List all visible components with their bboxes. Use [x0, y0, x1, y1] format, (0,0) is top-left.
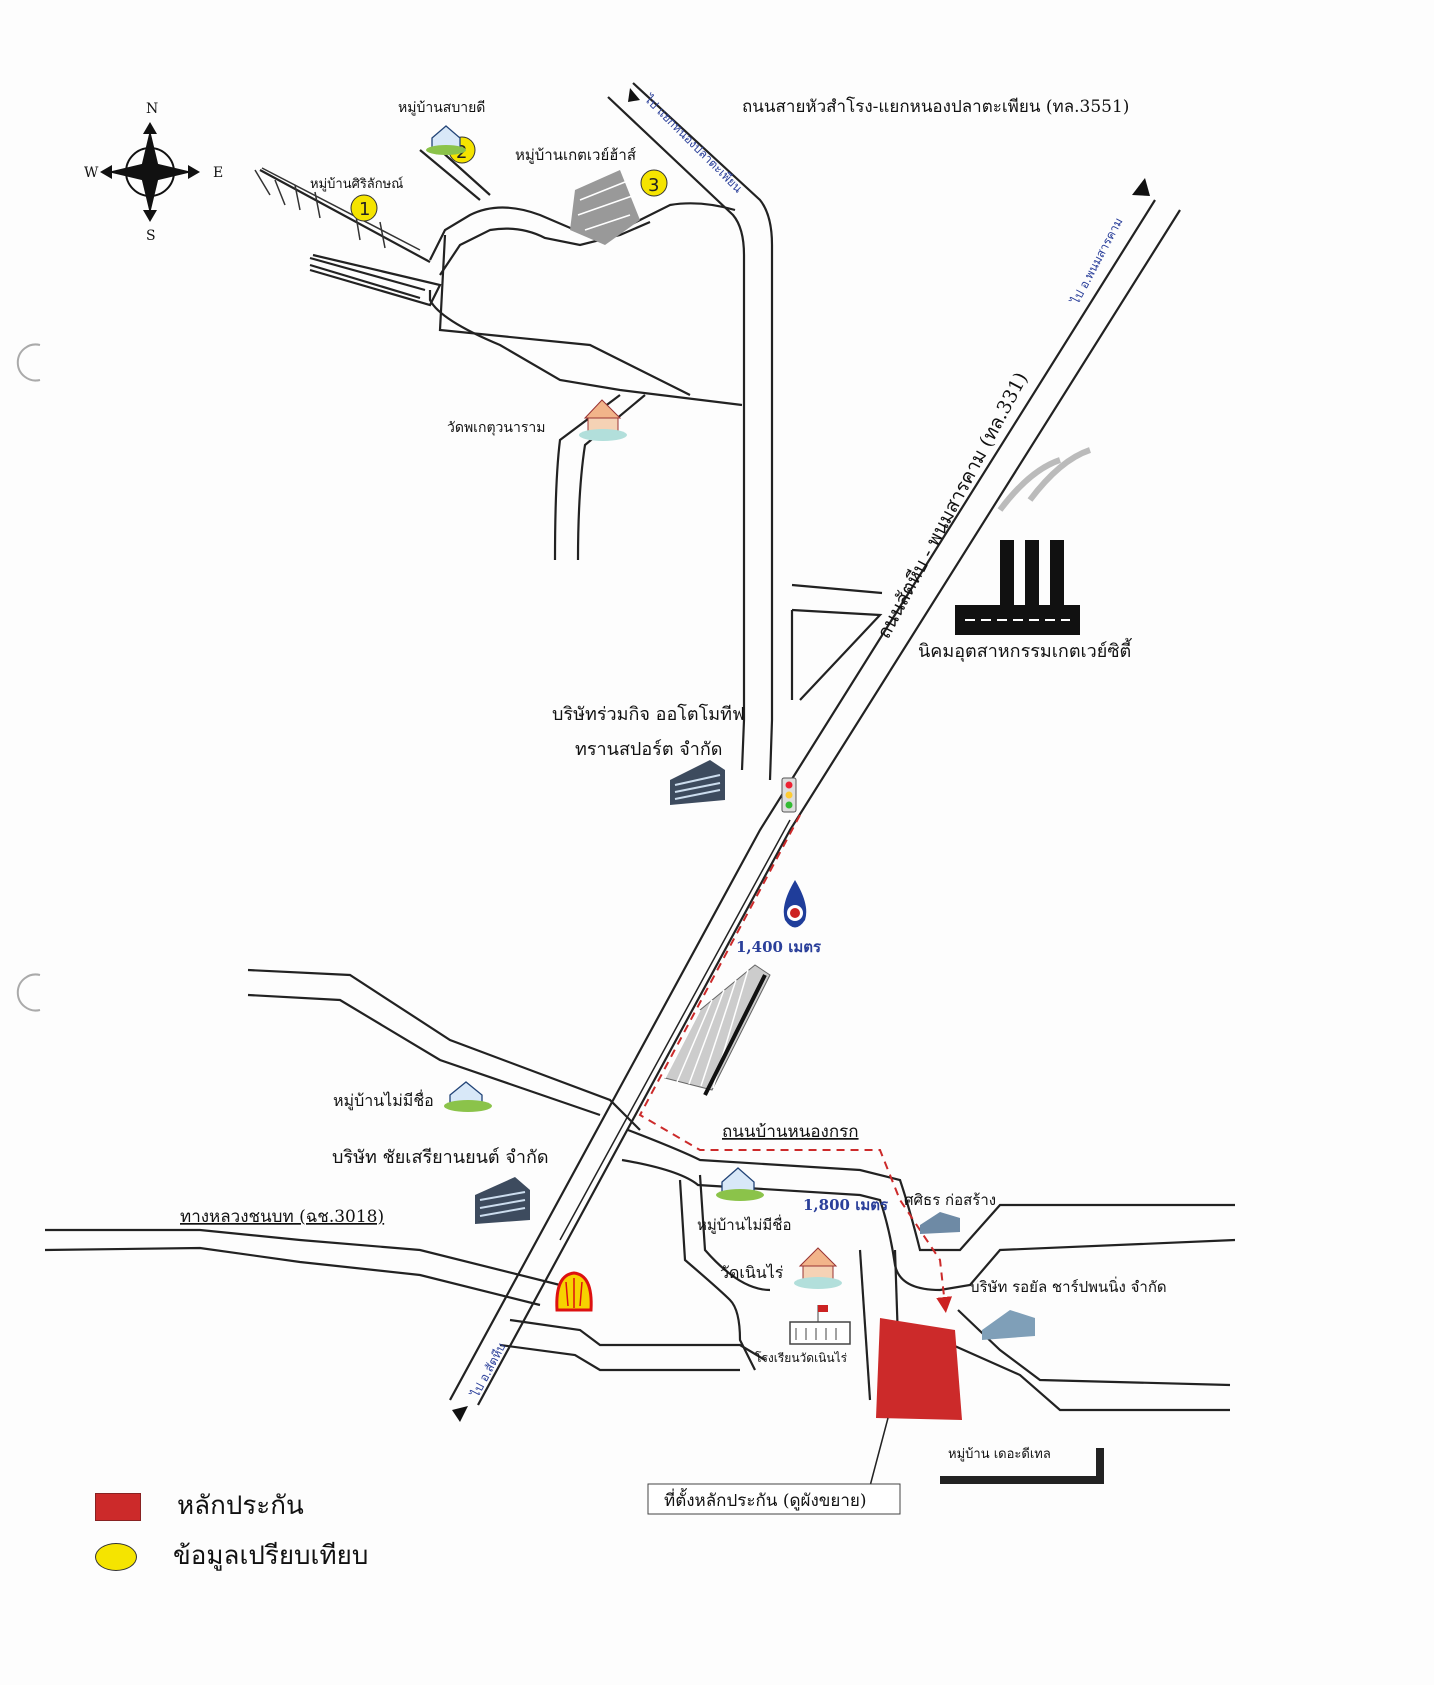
distance-1800-label: 1,800 เมตร [803, 1196, 889, 1214]
comparable-marker-3: 3 [640, 169, 668, 197]
arrow-ne-icon [1132, 178, 1150, 196]
chaiseri-label: บริษัท ชัยเสรียานยนต์ จำกัด [332, 1147, 549, 1168]
legend-collateral: หลักประกัน [95, 1485, 304, 1526]
village-1-grid-icon [254, 167, 421, 251]
office-building-icon [670, 760, 725, 805]
industrial-estate-label: นิคมอุตสาหกรรมเกตเวย์ซิตี้ [918, 638, 1132, 662]
wat-noen-rai-label: วัดเนินไร่ [720, 1263, 784, 1282]
shophouse-block-icon [664, 964, 771, 1096]
village-3-label: หมู่บ้านเกตเวย์ฮ้าส์ [515, 146, 636, 164]
road-to-sattahip-label: ไป อ.สัตหีบ [468, 1341, 509, 1401]
village-1-label: หมู่บ้านศิริลักษณ์ [310, 176, 403, 192]
ptt-gas-station-icon [783, 880, 807, 928]
road-3018-label: ทางหลวงชนบท (ฉช.3018) [180, 1207, 384, 1227]
collateral-callout-box [647, 1483, 901, 1515]
road-3551-east-edge [632, 82, 774, 781]
autotrans-label-line1: บริษัทร่วมกิจ ออโตโมทีฟ [552, 703, 745, 725]
shell-gas-station-icon [555, 1271, 593, 1312]
house-icon [716, 1167, 764, 1201]
direction-arrows [452, 88, 1150, 1422]
temple-icon [579, 399, 627, 441]
distance-1400-label: 1,400 เมตร [736, 938, 822, 956]
legend-comparable-swatch [95, 1543, 137, 1571]
route-dashed [638, 814, 953, 1313]
school-label: โรงเรียนวัดเนินไร่ [755, 1351, 848, 1365]
road-331-east-edge [477, 209, 1181, 1406]
road-3551-west-edge [607, 96, 746, 771]
temple-icon [794, 1247, 842, 1289]
collateral-parcel [876, 1318, 962, 1420]
road-ban-nong-krok-label: ถนนบ้านหนองกรก [722, 1122, 859, 1142]
royal-company-label: บริษัท รอยัล ชาร์ปพนนิ่ง จำกัด [970, 1276, 1167, 1296]
traffic-light-icon [781, 777, 797, 813]
legend-collateral-swatch [95, 1493, 141, 1521]
unnamed-village-2-label: หมู่บ้านไม่มีชื่อ [697, 1214, 791, 1234]
house-icon [426, 125, 466, 155]
collateral-location-label: ที่ตั้งหลักประกัน (ดูผังขยาย) [664, 1488, 867, 1511]
svg-text:1: 1 [359, 199, 370, 220]
sila-construction-label: ศศิธร ก่อสร้าง [904, 1191, 996, 1209]
compass-n: N [146, 101, 158, 117]
the-detail-village-label: หมู่บ้าน เดอะดีเทล [948, 1446, 1051, 1462]
legend-collateral-label: หลักประกัน [177, 1491, 304, 1521]
autotrans-label-line2: ทรานสปอร์ต จำกัด [575, 739, 723, 760]
comparable-marker-1: 1 [350, 194, 378, 222]
compass-w: W [84, 165, 99, 181]
factory-icon [955, 447, 1092, 635]
compass-e: E [213, 165, 223, 181]
binder-hole-decoration [16, 343, 41, 382]
road-3551-label: ถนนสายหัวสำโรง-แยกหนองปลาตะเพียน (ทล.355… [742, 96, 1129, 117]
svg-text:3: 3 [648, 175, 659, 196]
legend-comparable-label: ข้อมูลเปรียบเทียบ [173, 1541, 369, 1571]
road-331-west-edge [449, 199, 1156, 1401]
legend-comparable: ข้อมูลเปรียบเทียบ [95, 1535, 368, 1576]
binder-hole-decoration [16, 973, 41, 1012]
school-icon [789, 1305, 851, 1345]
house-icon [444, 1081, 492, 1112]
arrow-sw-icon [452, 1406, 468, 1422]
village-3-grid-icon [570, 170, 640, 245]
compass-s: S [146, 228, 156, 244]
village-2-label: หมู่บ้านสบายดี [398, 100, 485, 116]
warehouse-icon [920, 1212, 960, 1234]
the-detail-village-shape [940, 1448, 1104, 1484]
warehouse-icon [982, 1310, 1035, 1340]
office-building-icon [475, 1177, 530, 1224]
wat-label: วัดพเกตุวนาราม [447, 420, 545, 436]
arrow-nw-icon [628, 88, 640, 102]
unnamed-village-1-label: หมู่บ้านไม่มีชื่อ [333, 1089, 434, 1111]
compass-rose-icon [100, 122, 200, 222]
road-network [44, 82, 1236, 1412]
